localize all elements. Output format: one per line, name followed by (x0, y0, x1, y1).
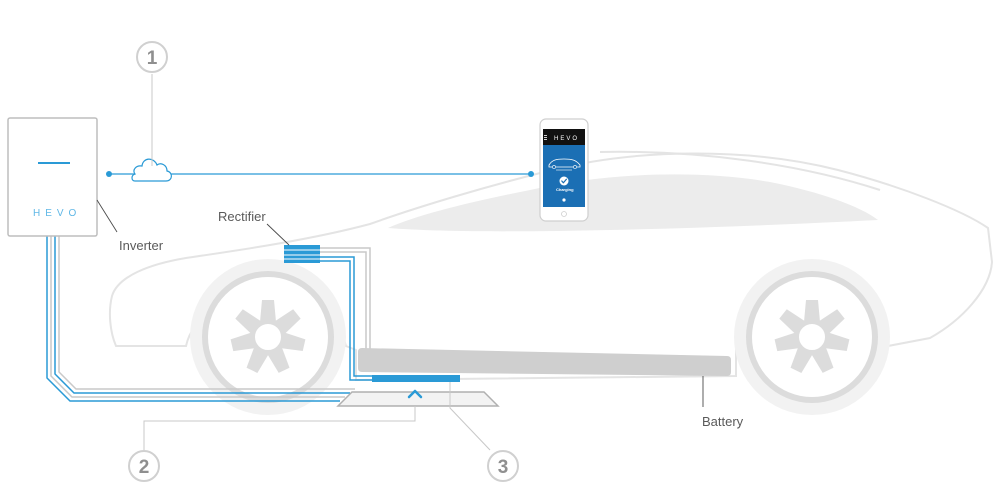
phone-header (543, 129, 585, 145)
callout-lines (96, 199, 704, 407)
inverter-unit: HEVO (7, 117, 98, 237)
car-window-fill (388, 174, 878, 232)
inverter-brand-logo: HEVO (33, 208, 81, 219)
inverter-to-pad-cables (46, 236, 355, 402)
vehicle-receiver-pad (372, 375, 460, 382)
svg-text:3: 3 (498, 457, 509, 478)
phone-screen (543, 145, 585, 207)
marker-lines (143, 74, 491, 451)
rectifier-label: Rectifier (218, 209, 266, 224)
marker-3: 3 (487, 450, 519, 482)
phone-home-button (561, 211, 567, 217)
rear-wheel (734, 259, 890, 415)
marker-2: 2 (128, 450, 160, 482)
menu-icon (544, 135, 547, 140)
car-roof-line (599, 150, 881, 191)
smartphone: HEVO Charging (539, 118, 589, 222)
chevron-up-icon (407, 389, 423, 399)
front-wheel (190, 259, 346, 415)
marker-1: 1 (136, 41, 168, 73)
battery-pack (358, 348, 731, 376)
svg-text:1: 1 (147, 48, 158, 69)
network-link (106, 158, 534, 182)
cloud-icon (131, 158, 172, 182)
check-icon (561, 178, 567, 184)
phone-charging-status: Charging (556, 187, 574, 192)
inverter-label: Inverter (119, 238, 164, 253)
rectifier-cables (320, 247, 372, 381)
car-icon (548, 158, 581, 168)
phone-brand-logo: HEVO (554, 136, 579, 142)
rectifier-block (284, 245, 320, 263)
svg-text:2: 2 (139, 457, 150, 478)
battery-label: Battery (702, 414, 744, 429)
ground-charging-pad (336, 389, 500, 407)
